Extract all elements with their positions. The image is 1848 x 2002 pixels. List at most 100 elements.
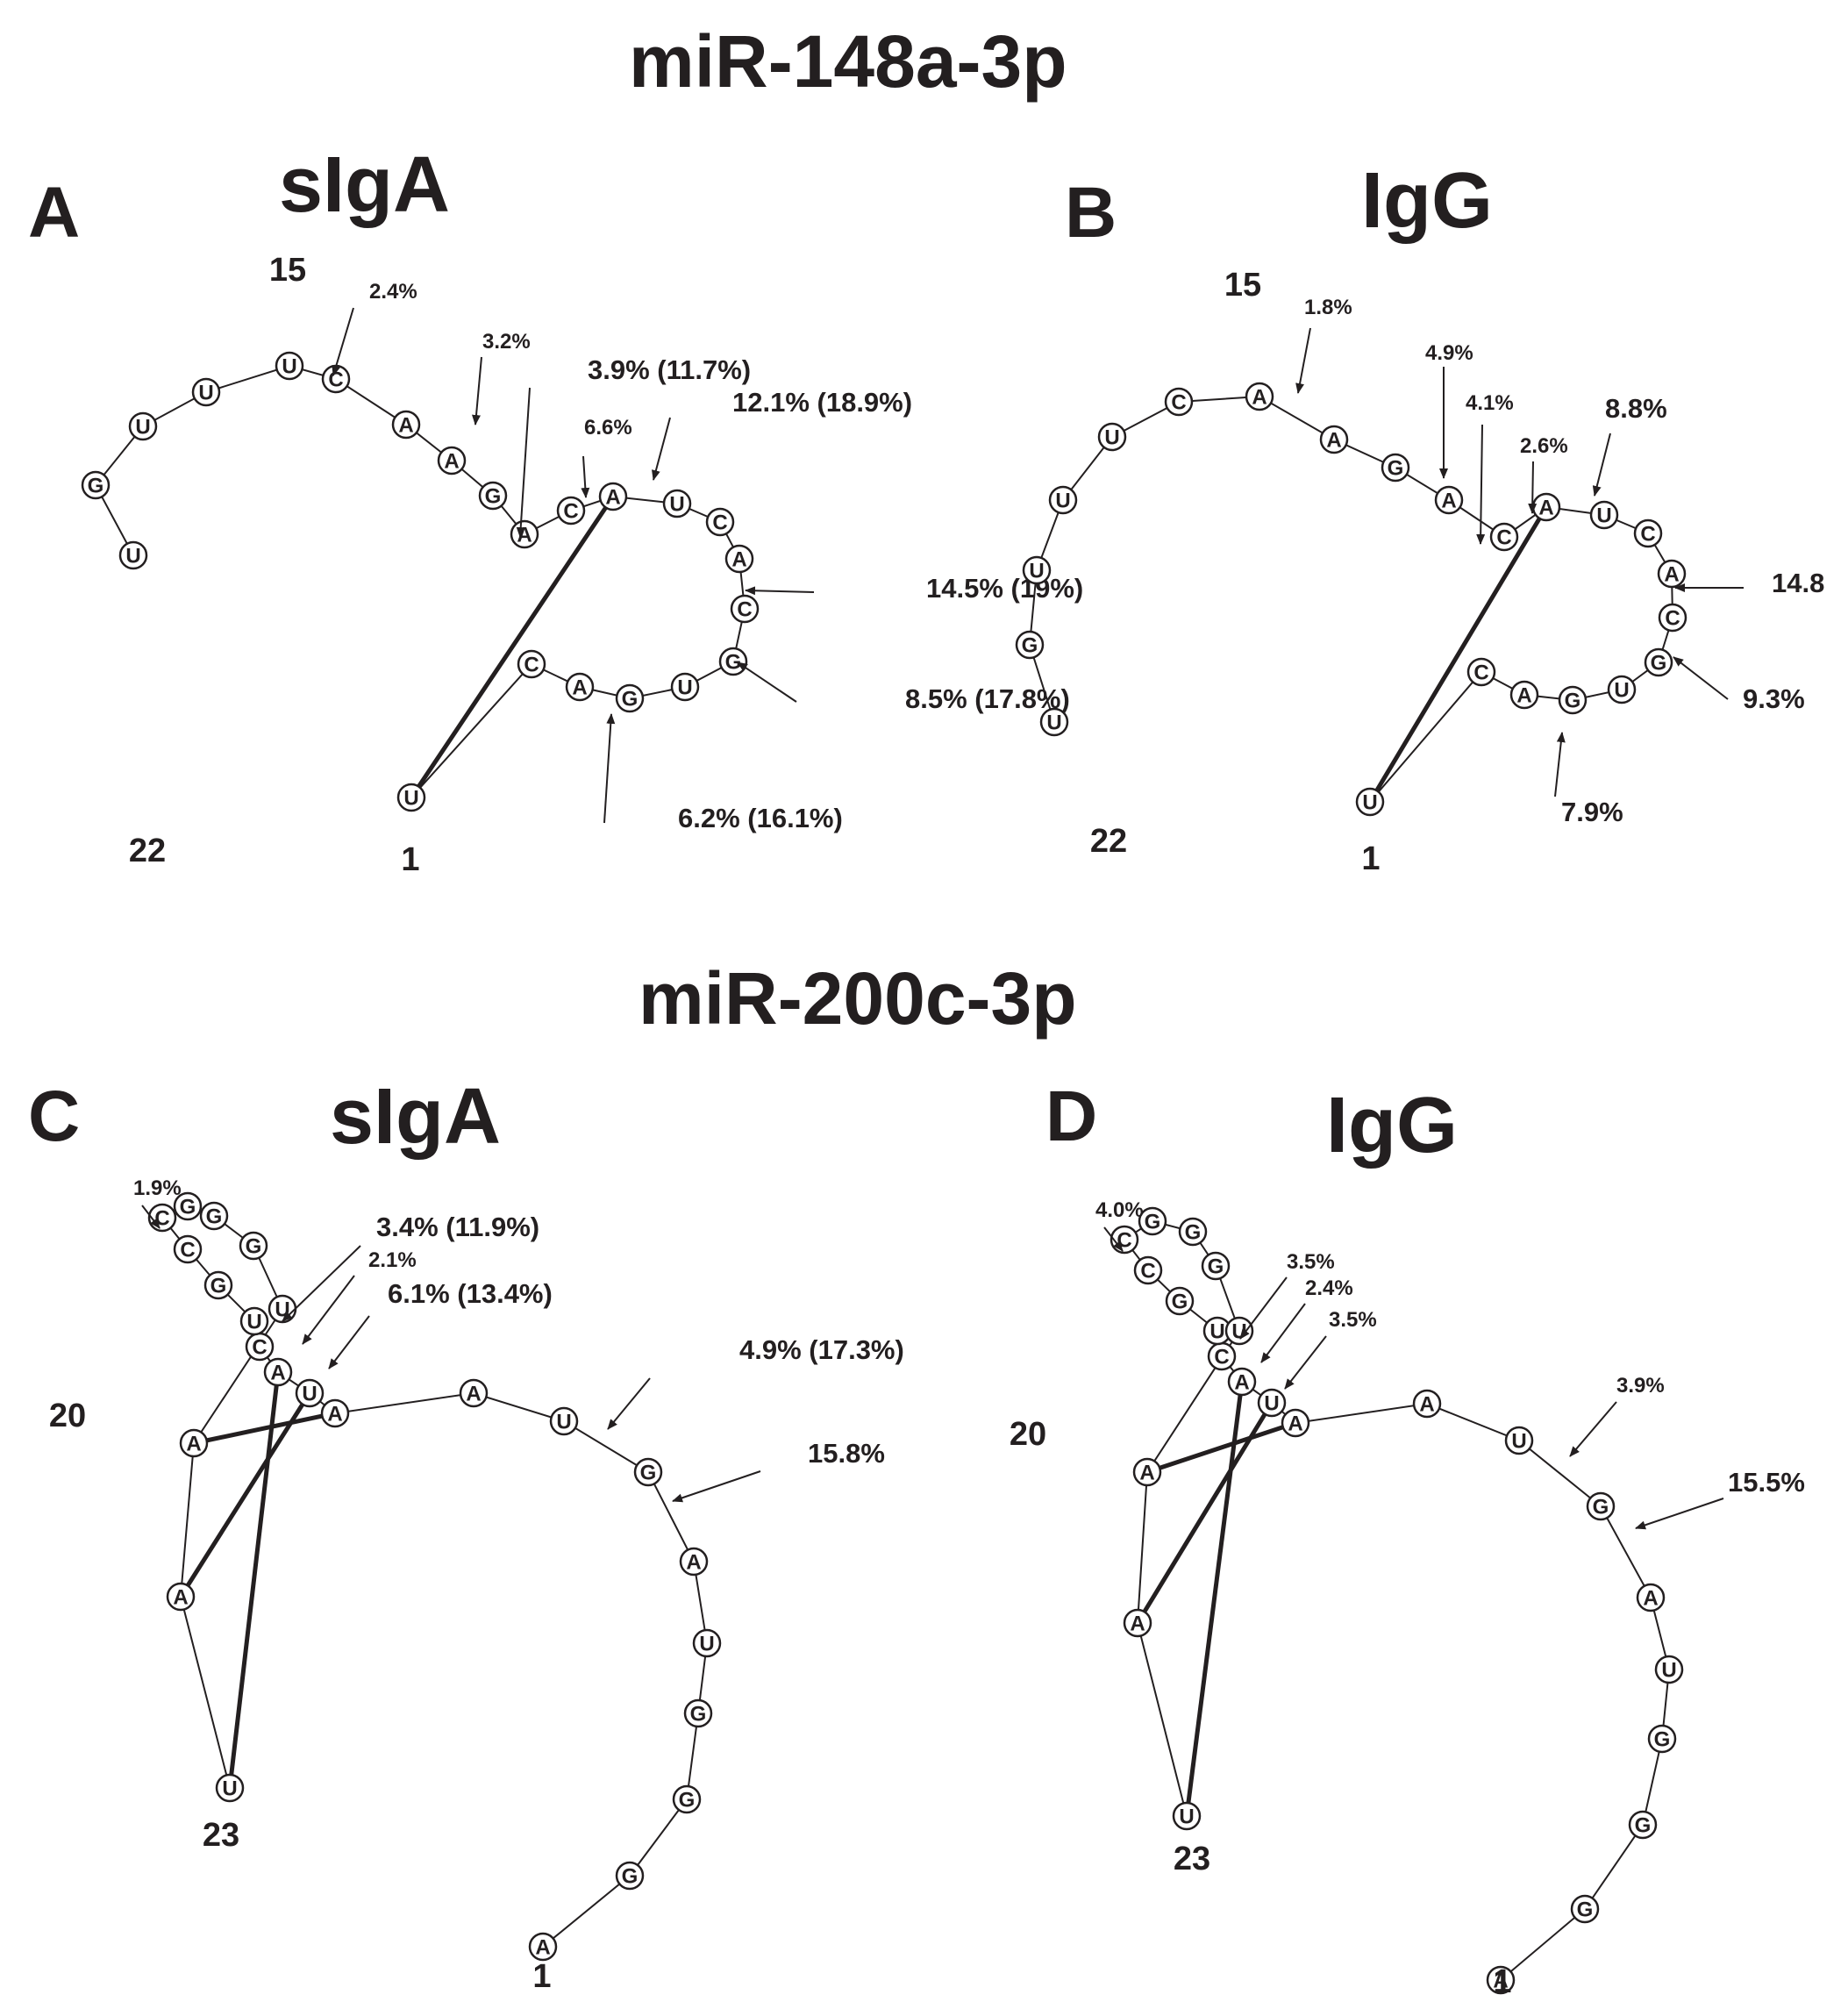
- nucleotide-letter: G: [1388, 457, 1404, 481]
- nucleotide-circle: [191, 377, 221, 407]
- title-mir148a: miR-148a-3p: [629, 20, 1067, 103]
- base-pair-line: [178, 1391, 312, 1598]
- nucleotide-circle: [1178, 1217, 1208, 1247]
- nucleotide-circle: [396, 783, 426, 812]
- nucleotide-letter: G: [1185, 1221, 1202, 1245]
- nucleotide-circle: [556, 496, 586, 526]
- nucleotide-letter: U: [1511, 1430, 1526, 1454]
- panel-b-title: IgG: [1361, 157, 1493, 245]
- nucleotide-circle: [679, 1547, 709, 1577]
- nucleotide-circle: [683, 1698, 713, 1728]
- nucleotide-letter: U: [1029, 560, 1044, 583]
- nucleotide-circle: [239, 1306, 269, 1336]
- nucleotide-letter: U: [1661, 1659, 1676, 1683]
- position-label: 1: [401, 841, 419, 878]
- percent-label: 3.4% (11.9%): [376, 1212, 539, 1242]
- cleavage-arrow: [1295, 327, 1311, 394]
- nucleotide-circle: [1164, 387, 1194, 417]
- cleavage-arrow: [1260, 1303, 1306, 1363]
- percent-label: 14.5% (19%): [926, 573, 1083, 604]
- percent-label: 4.1%: [1466, 391, 1514, 415]
- percent-label: 8.8%: [1605, 393, 1667, 424]
- cleavage-arrow: [472, 356, 482, 425]
- nucleotide-circle: [1132, 1457, 1162, 1487]
- panel-a-letter: A: [28, 173, 81, 253]
- nucleotide-letter: G: [1577, 1898, 1594, 1922]
- nucleotide-circle: [1636, 1583, 1666, 1612]
- cleavage-arrow: [1635, 1498, 1724, 1530]
- nucleotide-circle: [1355, 787, 1385, 817]
- nucleotide-letter: U: [1362, 791, 1377, 815]
- nucleotide-letter: U: [246, 1311, 261, 1334]
- base-pair-line: [1367, 505, 1549, 804]
- nucleotide-circle: [1558, 685, 1588, 715]
- nucleotide-letter: U: [222, 1777, 237, 1801]
- nucleotide-circle: [437, 446, 467, 475]
- nucleotide-circle: [1633, 518, 1663, 548]
- nucleotide-letter: U: [135, 416, 150, 440]
- percent-label: 15.8%: [808, 1438, 885, 1469]
- nucleotide-letter: U: [275, 1298, 289, 1322]
- nucleotide-circle: [199, 1201, 229, 1231]
- position-label: 1: [1361, 840, 1380, 877]
- nucleotide-letter: G: [1635, 1814, 1652, 1838]
- nucleotide-circle: [528, 1932, 558, 1962]
- nucleotide-letter: A: [173, 1586, 188, 1610]
- nucleotide-circle: [1647, 1724, 1677, 1754]
- percent-label: 3.2%: [482, 330, 531, 354]
- nucleotide-circle: [1381, 453, 1410, 483]
- nucleotide-circle: [1654, 1655, 1684, 1684]
- position-label: 20: [1010, 1416, 1046, 1453]
- cleavage-arrow: [737, 661, 797, 703]
- percent-label: 1.8%: [1304, 296, 1352, 319]
- cleavage-arrow: [607, 1377, 651, 1430]
- nucleotide-letter: A: [186, 1433, 201, 1456]
- cleavage-arrow: [332, 307, 354, 376]
- nucleotide-circle: [1658, 603, 1687, 633]
- percent-label: 4.0%: [1095, 1198, 1144, 1222]
- nucleotide-circle: [1570, 1894, 1600, 1924]
- base-pair-line: [193, 1411, 336, 1446]
- nucleotide-circle: [1281, 1408, 1310, 1438]
- base-pair-line: [1135, 1401, 1274, 1625]
- nucleotide-circle: [1504, 1426, 1534, 1455]
- cleavage-arrow: [1673, 656, 1729, 700]
- nucleotide-letter: G: [1145, 1211, 1161, 1234]
- nucleotide-letter: U: [282, 355, 296, 379]
- nucleotide-letter: C: [524, 654, 539, 677]
- nucleotide-letter: C: [1117, 1229, 1131, 1253]
- nucleotide-circle: [1138, 1206, 1167, 1236]
- nucleotide-circle: [239, 1231, 268, 1261]
- nucleotide-circle: [672, 1784, 702, 1814]
- cleavage-arrow: [516, 387, 531, 538]
- nucleotide-circle: [1628, 1810, 1658, 1840]
- nucleotide-letter: C: [712, 511, 727, 535]
- percent-label: 4.9% (17.3%): [739, 1334, 904, 1365]
- nucleotide-letter: G: [1565, 690, 1581, 713]
- nucleotide-circle: [565, 672, 595, 702]
- cleavage-arrow: [1528, 461, 1538, 514]
- nucleotide-letter: C: [563, 500, 578, 524]
- nucleotide-letter: G: [622, 688, 639, 711]
- nucleotide-circle: [1466, 657, 1496, 687]
- base-pair-line: [409, 495, 616, 799]
- nucleotide-letter: C: [1665, 607, 1680, 631]
- percent-label: 3.9%: [1616, 1374, 1665, 1398]
- nucleotide-letter: A: [517, 524, 532, 547]
- cleavage-arrow: [1284, 1335, 1327, 1390]
- nucleotide-circle: [1489, 522, 1519, 552]
- nucleotide-letter: U: [1264, 1392, 1279, 1416]
- nucleotide-circle: [215, 1773, 245, 1803]
- nucleotide-letter: U: [403, 787, 418, 811]
- nucleotide-letter: G: [622, 1865, 639, 1889]
- nucleotide-letter: A: [535, 1936, 550, 1960]
- cleavage-arrow: [282, 1245, 361, 1322]
- nucleotide-letter: G: [640, 1462, 657, 1485]
- nucleotide-letter: G: [690, 1703, 707, 1727]
- nucleotide-letter: U: [1209, 1320, 1224, 1344]
- cleavage-arrow: [1569, 1401, 1617, 1457]
- percent-label: 2.1%: [368, 1248, 417, 1272]
- cleavage-arrow: [581, 455, 590, 498]
- percent-label: 7.9%: [1561, 797, 1623, 827]
